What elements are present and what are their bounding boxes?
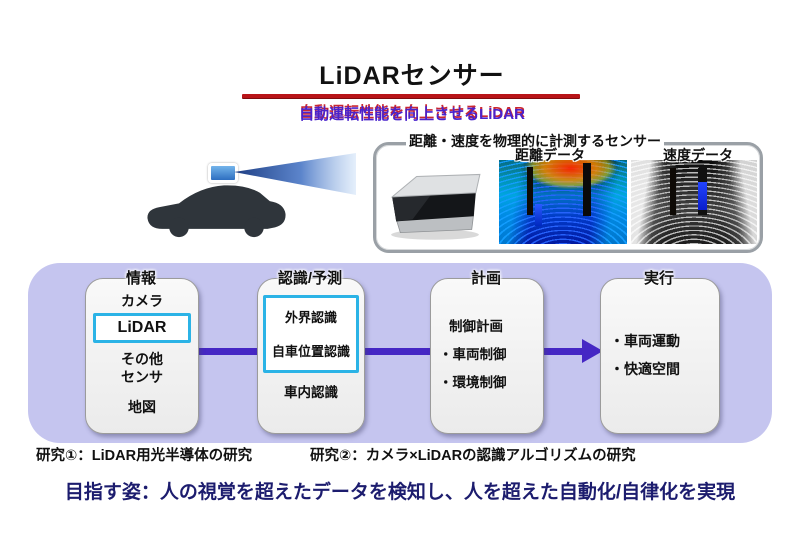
roof-lidar-sensor-icon: [208, 163, 238, 183]
pointcloud-pole: [527, 166, 534, 216]
research-note-1: 研究①：LiDAR用光半導体の研究: [36, 448, 253, 464]
item-other-sensor-line1: その他: [121, 351, 163, 367]
stage-box-recognition: 外界認識 自車位置認識 車内認識: [257, 278, 365, 434]
item-environment-control: ・環境制御: [439, 375, 507, 390]
item-other-sensor-line2: センサ: [121, 369, 163, 385]
lidar-beam-icon: [234, 153, 356, 195]
item-vehicle-motion: ・車両運動: [610, 333, 680, 349]
goal-statement: 目指す姿：人の視覚を超えたデータを検知し、人を超えた自動化/自律化を実現: [64, 482, 736, 503]
moving-object-highlight: [697, 181, 707, 211]
pointcloud-object: [534, 203, 542, 226]
sensor-panel-caption: 距離・速度を物理的に計測するセンサー: [406, 131, 664, 151]
stage-box-information: カメラ LiDAR その他 センサ 地図: [85, 278, 199, 434]
item-map: 地図: [128, 399, 156, 415]
pointcloud-pole: [583, 162, 592, 217]
car-silhouette-icon: [147, 185, 286, 238]
pointcloud-pole: [670, 168, 677, 215]
flow-arrow-line: [197, 348, 582, 355]
stage-box-planning: 制御計画 ・車両制御 ・環境制御: [430, 278, 544, 434]
lidar-highlight-box: LiDAR: [93, 313, 191, 343]
page-title: LiDARセンサー: [319, 62, 505, 90]
item-comfort-space: ・快適空間: [610, 361, 680, 377]
title-underline: [242, 94, 580, 98]
distance-pointcloud-image: [499, 160, 627, 244]
lidar-device-illustration: [390, 173, 481, 240]
item-control-plan: 制御計画: [449, 319, 503, 334]
stage-header-execution: 実行: [643, 270, 674, 287]
flow-arrow-head: [582, 339, 603, 363]
stage-box-execution: ・車両運動 ・快適空間: [600, 278, 720, 434]
velocity-data-label: 速度データ: [663, 147, 733, 163]
stage-header-recognition: 認識/予測: [277, 270, 343, 287]
item-camera: カメラ: [121, 293, 163, 309]
item-lidar: LiDAR: [117, 319, 167, 336]
stage-header-planning: 計画: [470, 270, 501, 287]
item-external-recognition: 外界認識: [284, 310, 337, 325]
item-vehicle-control: ・車両制御: [439, 347, 507, 362]
subtitle: 自動運転性能を向上させるLiDAR: [299, 106, 525, 123]
stage-header-information: 情報: [125, 270, 156, 287]
recognition-highlight-box: 外界認識 自車位置認識: [263, 295, 359, 373]
research-note-2: 研究②：カメラ×LiDARの認識アルゴリズムの研究: [310, 448, 636, 464]
item-in-vehicle-recognition: 車内認識: [284, 385, 338, 400]
distance-data-label: 距離データ: [515, 147, 585, 163]
item-self-position-recognition: 自車位置認識: [271, 344, 350, 359]
velocity-pointcloud-image: [631, 160, 757, 244]
